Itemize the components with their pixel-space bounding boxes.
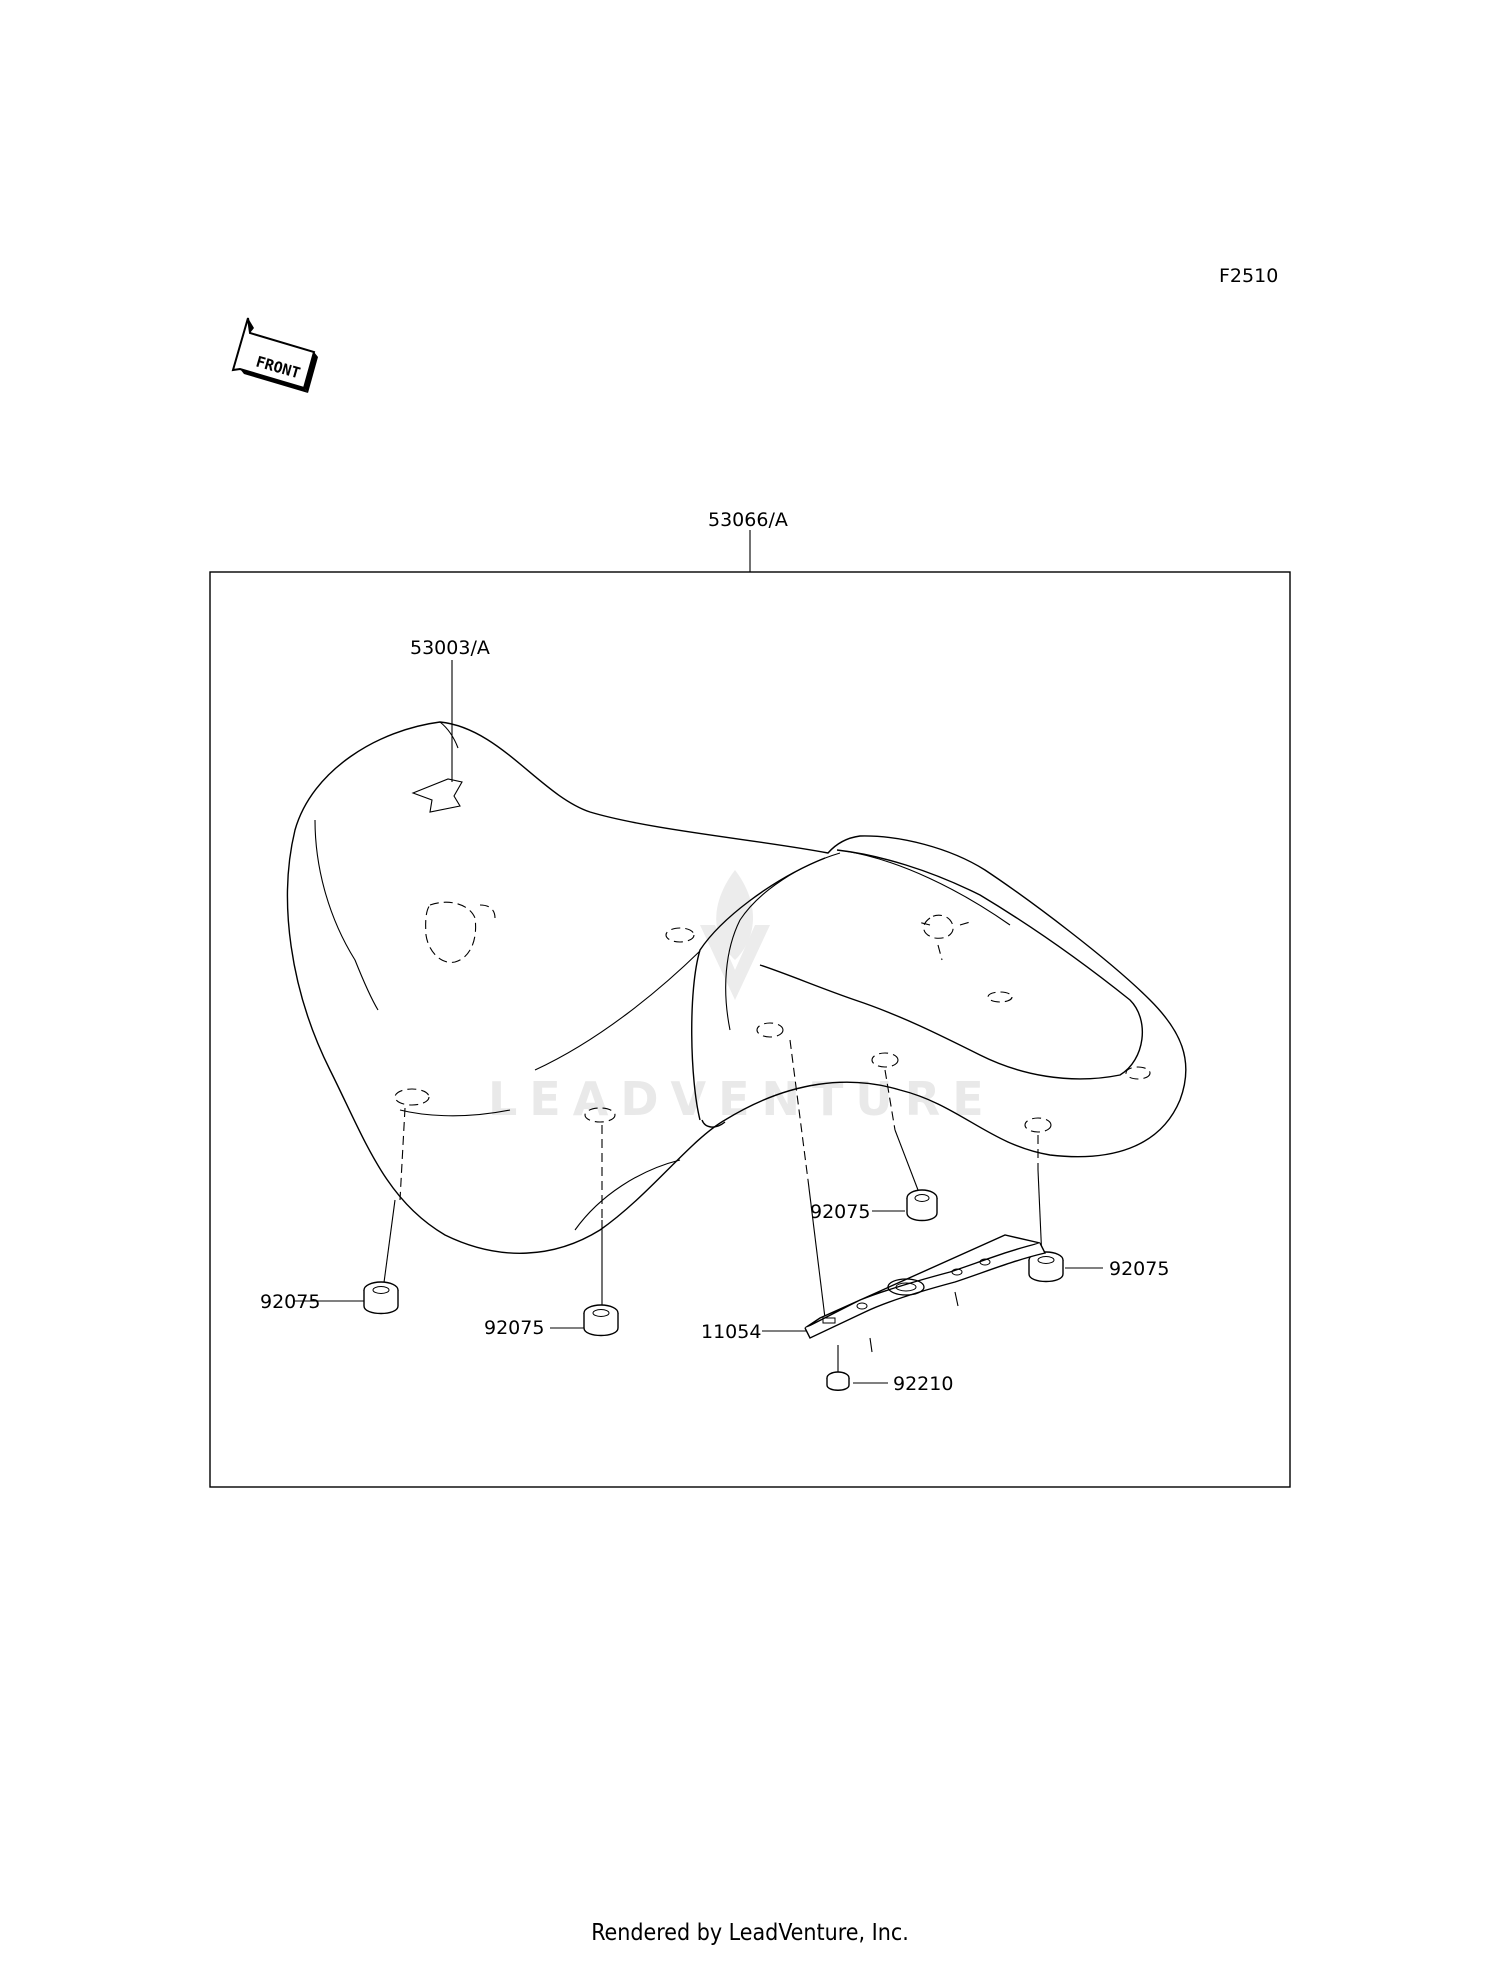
watermark: LEADVENTURE: [488, 1072, 996, 1126]
bracket-icon: [804, 1234, 1047, 1353]
damper-icon: [1028, 1251, 1064, 1283]
part-label-damper-left[interactable]: 92075: [260, 1291, 320, 1313]
part-label-bracket[interactable]: 11054: [701, 1321, 761, 1343]
damper-icon: [363, 1281, 399, 1315]
nut-icon: [826, 1371, 850, 1391]
footer-credit: Rendered by LeadVenture, Inc.: [591, 1920, 909, 1946]
diagram-code: F2510: [1219, 265, 1278, 287]
part-label-damper-center-left[interactable]: 92075: [484, 1317, 544, 1339]
seat-illustration: [286, 721, 1187, 1254]
leader-lines: [293, 530, 1103, 1384]
front-arrow-icon: FRONT: [231, 317, 318, 393]
part-label-assembly[interactable]: 53066/A: [708, 509, 788, 531]
part-label-nut[interactable]: 92210: [893, 1373, 953, 1395]
part-label-seat-cover[interactable]: 53003/A: [410, 637, 490, 659]
part-label-damper-center-right[interactable]: 92075: [810, 1201, 870, 1223]
watermark-logo-icon: [700, 870, 770, 1000]
part-label-damper-right[interactable]: 92075: [1109, 1258, 1169, 1280]
mounting-hole-markers: [394, 901, 1151, 1133]
damper-icon: [906, 1189, 938, 1222]
damper-icon: [583, 1304, 619, 1337]
assembly-frame: [209, 571, 1291, 1488]
